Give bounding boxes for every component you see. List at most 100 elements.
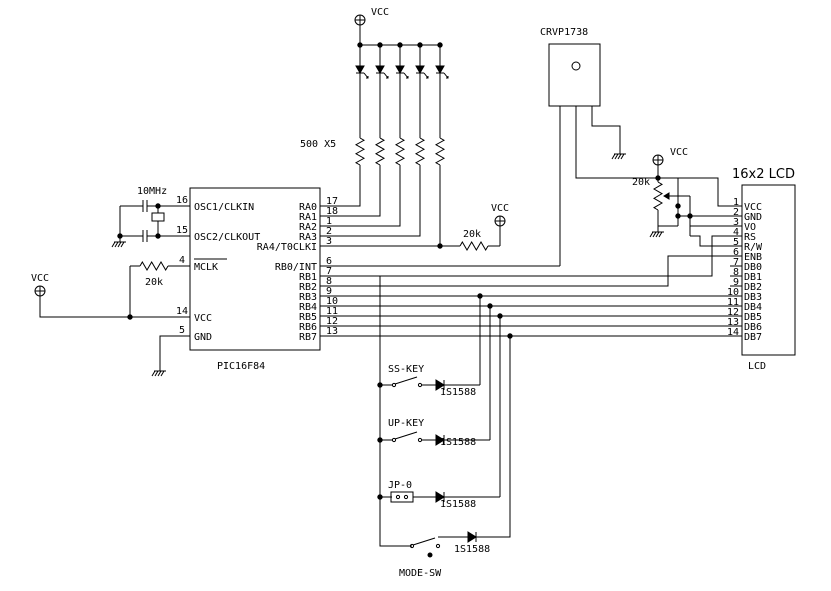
ground-hatch	[617, 153, 622, 160]
led-ray	[383, 72, 389, 79]
mcu-right-pin-label: RA2	[299, 222, 317, 233]
wire	[658, 177, 742, 207]
mcu-right-pin-num: 8	[326, 276, 332, 287]
lcd-pin-num: 10	[727, 287, 739, 298]
ra4-pullup	[459, 241, 489, 251]
rw-gnd	[690, 235, 742, 247]
pot-vcc-label: VCC	[670, 147, 688, 158]
mcu-right-pin-num: 1	[326, 216, 332, 227]
lcd-body	[741, 184, 796, 356]
sensor-label: CRVP1738	[540, 27, 588, 38]
ground-hatch	[658, 231, 663, 238]
mode-sw-label: MODE-SW	[399, 568, 442, 579]
ra4-vcc-label: VCC	[491, 203, 509, 214]
lcd-pin-label: DB0	[744, 262, 762, 273]
ground-hatch	[160, 370, 165, 377]
diode	[435, 491, 445, 503]
mcu-left-pin-label: VCC	[194, 313, 212, 324]
mcu-right-pin-num: 10	[326, 296, 338, 307]
lcd-caption: LCD	[748, 361, 766, 372]
led	[415, 65, 425, 75]
ground-hatch	[611, 153, 616, 160]
mcu-right-pin-label: RB7	[299, 332, 317, 343]
ra4-resistor-label: 20k	[463, 229, 481, 240]
mcu-left-pin-num: 16	[176, 195, 188, 206]
mcu-right-pin-label: RB2	[299, 282, 317, 293]
led	[375, 65, 385, 75]
ground-hatch	[154, 370, 159, 377]
mcu-right-pin-num: 2	[326, 226, 332, 237]
mcu-right-pin-label: RB4	[299, 302, 317, 313]
mcu-right-pin-num: 9	[326, 286, 332, 297]
mcu-right-pin-label: RB6	[299, 322, 317, 333]
mcu-right-pin-label: RA3	[299, 232, 317, 243]
rb2-enb	[320, 255, 742, 287]
wires	[39, 25, 742, 547]
mcu-left-pin-label: MCLK	[194, 262, 218, 273]
lcd-title: 16x2 LCD	[732, 167, 795, 182]
led-resistor	[414, 137, 426, 166]
key-switch-lever	[394, 376, 418, 385]
lcd-pin-label: DB6	[744, 322, 762, 333]
jp0-label: JP-0	[388, 480, 412, 491]
wire	[320, 175, 421, 237]
contrast-pot	[653, 181, 663, 211]
wire	[575, 106, 658, 179]
junction-dot	[477, 293, 483, 299]
lcd-pin-num: 6	[733, 247, 739, 258]
jumper-body	[390, 491, 414, 503]
mcu-left-pin-num: 15	[176, 225, 188, 236]
lcd-pin-num: 4	[733, 227, 739, 238]
mcu-right-pin-num: 12	[326, 316, 338, 327]
mcu-right-pin-label: RB1	[299, 272, 317, 283]
crystal-label: 10MHz	[137, 186, 167, 197]
up-key-label: UP-KEY	[388, 418, 424, 429]
mcu-right-pin-num: 18	[326, 206, 338, 217]
ground-hatch	[120, 241, 125, 248]
junction-dot	[507, 333, 513, 339]
lcd-pin-label: DB4	[744, 302, 762, 313]
wire	[476, 336, 511, 538]
led-ray	[423, 72, 429, 79]
mode-switch-pivot	[427, 552, 433, 558]
jumper-pin	[395, 494, 401, 500]
mcu-left-pin-label: GND	[194, 332, 212, 343]
key-switch-contact	[391, 437, 397, 443]
mcu-right-pin-label: RB0/INT	[275, 262, 317, 273]
jumper-pin	[403, 494, 409, 500]
key-switch-contact	[417, 382, 423, 388]
ground-hatch	[649, 231, 654, 238]
lcd-pin-num: 13	[727, 317, 739, 328]
pot-label: 20k	[632, 177, 650, 188]
mcu-body	[189, 187, 321, 351]
diode	[435, 379, 445, 391]
led	[355, 65, 365, 75]
lcd-pin-num: 11	[727, 297, 739, 308]
mcu-right-pin-label: RA4/T0CLKI	[257, 242, 317, 253]
lcd-pin-label: VO	[744, 222, 756, 233]
lcd-pin-num: 7	[733, 257, 739, 268]
mcu-left-pin-num: 4	[179, 255, 185, 266]
ss-key-label: SS-KEY	[388, 364, 424, 375]
lcd-pin-num: 9	[733, 277, 739, 288]
lcd-pin-label: DB7	[744, 332, 762, 343]
lcd-pin-label: VCC	[744, 202, 762, 213]
diode-label-2: 1S1588	[440, 437, 476, 448]
ground-hatch	[114, 241, 119, 248]
wire	[39, 296, 168, 318]
mcu-right-pin-label: RA1	[299, 212, 317, 223]
key-switch-lever	[394, 431, 418, 440]
mode-switch-lever	[412, 537, 436, 546]
key-switch-contact	[391, 382, 397, 388]
led	[395, 65, 405, 75]
led-resistor	[354, 137, 366, 166]
led-ray	[443, 72, 449, 79]
mcu-right-pin-num: 7	[326, 266, 332, 277]
wire	[320, 175, 401, 227]
lcd-pin-num: 12	[727, 307, 739, 318]
led	[435, 65, 445, 75]
mclr-pullup	[139, 261, 169, 271]
mcu-right-pin-num: 17	[326, 196, 338, 207]
ground-hatch	[652, 231, 657, 238]
lcd-pin-num: 2	[733, 207, 739, 218]
